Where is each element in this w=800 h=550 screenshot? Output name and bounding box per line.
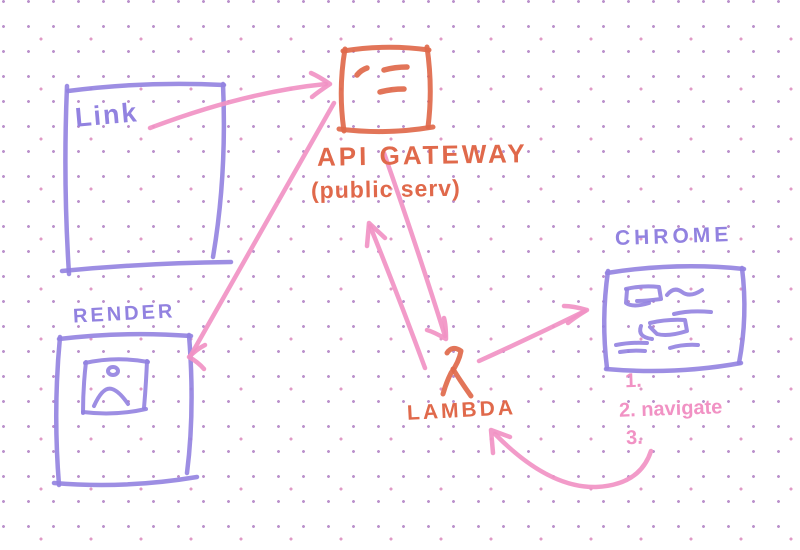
chrome-box-bottom: [603, 360, 744, 374]
lambda-stroke-main: [440, 345, 464, 397]
wire-rect1-hook: [624, 288, 651, 308]
wire-rect2: [648, 317, 689, 337]
api-box-bottom: [336, 124, 436, 135]
arrow-head: [308, 70, 333, 100]
lambda-stroke-leg: [450, 366, 474, 399]
arrow-api-gateway-to-lambda: [381, 150, 449, 342]
image-frame-right: [142, 359, 149, 410]
arrow-chrome-steps-to-lambda: [488, 427, 654, 490]
wire-rect2-hook: [638, 324, 654, 341]
wire-dash-bl1: [614, 340, 649, 347]
api-gateway-sublabel: (public serv): [310, 174, 461, 204]
arrow-head: [186, 342, 208, 372]
arrow-lambda-to-api-gateway: [364, 220, 428, 371]
chrome-box-top: [604, 264, 747, 276]
chrome-box: [602, 264, 747, 374]
wire-dash-bl2: [618, 348, 647, 354]
api-gateway-label: API GATEWAY: [316, 138, 528, 172]
arrow-shaft: [147, 81, 329, 131]
image-mountain: [92, 386, 130, 408]
render-box-bottom: [51, 474, 200, 488]
arrows: [147, 70, 654, 490]
image-frame-left: [81, 360, 88, 415]
arrow-shaft: [188, 100, 337, 358]
image-frame-top: [83, 357, 150, 365]
doc-line-2: [377, 86, 407, 95]
arrow-shaft: [476, 308, 588, 364]
arrow-head: [364, 220, 388, 249]
chrome-step-2-navigate: 2. navigate: [618, 396, 723, 422]
arrow-head: [561, 303, 590, 326]
chrome-step-3: 3.: [625, 426, 644, 450]
api-gateway-box: [336, 44, 436, 135]
webpage-wireframe-icon: [614, 284, 713, 354]
wire-squiggle: [665, 287, 704, 297]
doc-tick: [354, 65, 370, 78]
arrow-lambda-to-chrome: [476, 303, 590, 364]
chrome-box-left: [602, 268, 611, 371]
image-frame-bottom: [81, 407, 148, 416]
arrow-shaft: [492, 431, 654, 490]
arrow-shaft: [367, 223, 428, 371]
arrow-shaft: [381, 150, 448, 339]
chrome-step-1: 1.: [624, 369, 643, 393]
arrow-api-gateway-to-render: [186, 100, 337, 372]
arrow-head: [424, 315, 449, 342]
render-box-right: [184, 332, 194, 476]
link-box-bottom: [59, 259, 234, 274]
render-box-left: [53, 334, 63, 488]
arrow-head: [488, 427, 513, 456]
api-box-left: [338, 46, 348, 134]
image-sun: [106, 365, 120, 377]
render-box-top: [56, 331, 194, 342]
link-box-label: Link: [73, 97, 140, 133]
lambda-icon: [440, 345, 474, 399]
link-box-top: [65, 81, 227, 94]
arrow-link-to-api-gateway: [147, 70, 333, 131]
link-box-left: [63, 83, 72, 277]
chrome-box-right: [736, 265, 747, 366]
chrome-box-label: CHROME: [614, 222, 733, 251]
api-box-right: [424, 44, 433, 130]
api-box-top: [340, 44, 432, 54]
document-lines-icon: [354, 64, 410, 95]
wire-rect1-top: [624, 284, 663, 303]
render-box: [51, 331, 200, 488]
image-icon: [81, 357, 150, 416]
doc-line-1: [381, 64, 410, 73]
wire-dash-br: [668, 342, 700, 350]
link-box-right: [210, 81, 227, 260]
wire-line-mid: [672, 309, 713, 316]
